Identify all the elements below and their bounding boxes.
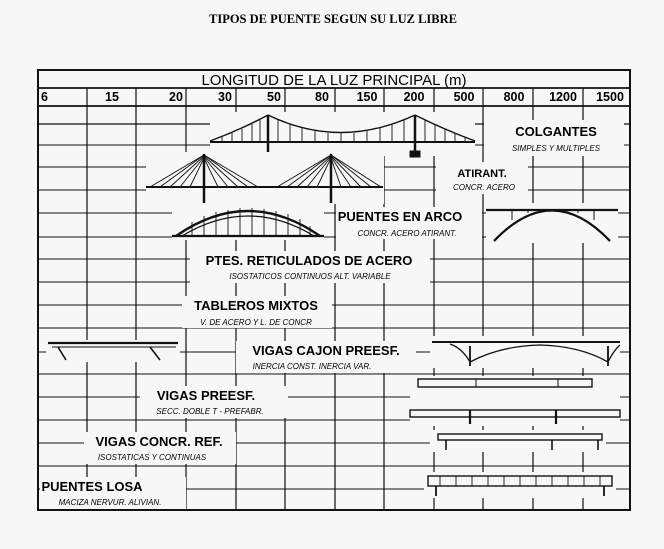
chart-frame — [37, 69, 631, 511]
scale-header: LONGITUD DE LA LUZ PRINCIPAL (m) — [201, 72, 466, 89]
tick-label: 1500 — [596, 90, 624, 104]
sub-colgantes: SIMPLES Y MULTIPLES — [512, 144, 601, 153]
cable-stayed-bridge-drawing — [146, 152, 384, 204]
tick-label: 30 — [218, 90, 232, 104]
tick-label: 800 — [504, 90, 525, 104]
tick-label: 200 — [404, 90, 425, 104]
prestressed-girder-drawing — [409, 376, 621, 426]
tick-label: 50 — [267, 90, 281, 104]
sub-tableros: V. DE ACERO Y L. DE CONCR — [200, 318, 312, 327]
sub-concr-ref: ISOSTATICAS Y CONTINUAS — [98, 453, 207, 462]
tick-label: 20 — [169, 90, 183, 104]
label-tableros: TABLEROS MIXTOS — [194, 298, 318, 313]
rc-girder-drawing — [430, 430, 606, 452]
suspension-bridge-drawing — [209, 112, 476, 162]
label-colgantes: COLGANTES — [515, 124, 597, 139]
label-reticulados: PTES. RETICULADOS DE ACERO — [206, 253, 413, 268]
tick-label: 1200 — [549, 90, 577, 104]
label-losa: PUENTES LOSA — [41, 479, 143, 494]
type-labels: COLGANTES SIMPLES Y MULTIPLES ATIRANT. C… — [40, 120, 624, 509]
sub-reticulados: ISOSTATICOS CONTINUOS ALT. VARIABLE — [229, 272, 391, 281]
mixed-deck-girder-drawing — [46, 340, 180, 362]
tick-label: 150 — [357, 90, 378, 104]
label-cajon: VIGAS CAJON PREESF. — [252, 343, 399, 358]
tick-label: 500 — [454, 90, 475, 104]
deck-arch-bridge-drawing — [486, 203, 618, 243]
diagram-title: TIPOS DE PUENTE SEGUN SU LUZ LIBRE — [209, 12, 457, 26]
tick-label: 6 — [41, 90, 48, 104]
scale-ticks: 6 15 20 30 50 80 150 200 500 800 1200 15… — [41, 90, 624, 104]
sub-preesf: SECC. DOBLE T - PREFABR. — [156, 407, 263, 416]
box-girder-drawing — [430, 336, 621, 368]
tick-label: 80 — [315, 90, 329, 104]
sub-arco: CONCR. ACERO ATIRANT. — [358, 229, 457, 238]
slab-bridge-drawing — [424, 472, 616, 498]
label-atirant: ATIRANT. — [457, 168, 506, 180]
sub-atirant: CONCR. ACERO — [453, 183, 515, 192]
label-preesf: VIGAS PREESF. — [157, 388, 255, 403]
label-arco: PUENTES EN ARCO — [338, 209, 462, 224]
sub-cajon: INERCIA CONST. INERCIA VAR. — [253, 362, 372, 371]
tick-label: 15 — [105, 90, 119, 104]
sub-losa: MACIZA NERVUR. ALIVIAN. — [59, 498, 162, 507]
arch-bridge-drawing — [172, 204, 324, 240]
label-concr-ref: VIGAS CONCR. REF. — [95, 434, 222, 449]
